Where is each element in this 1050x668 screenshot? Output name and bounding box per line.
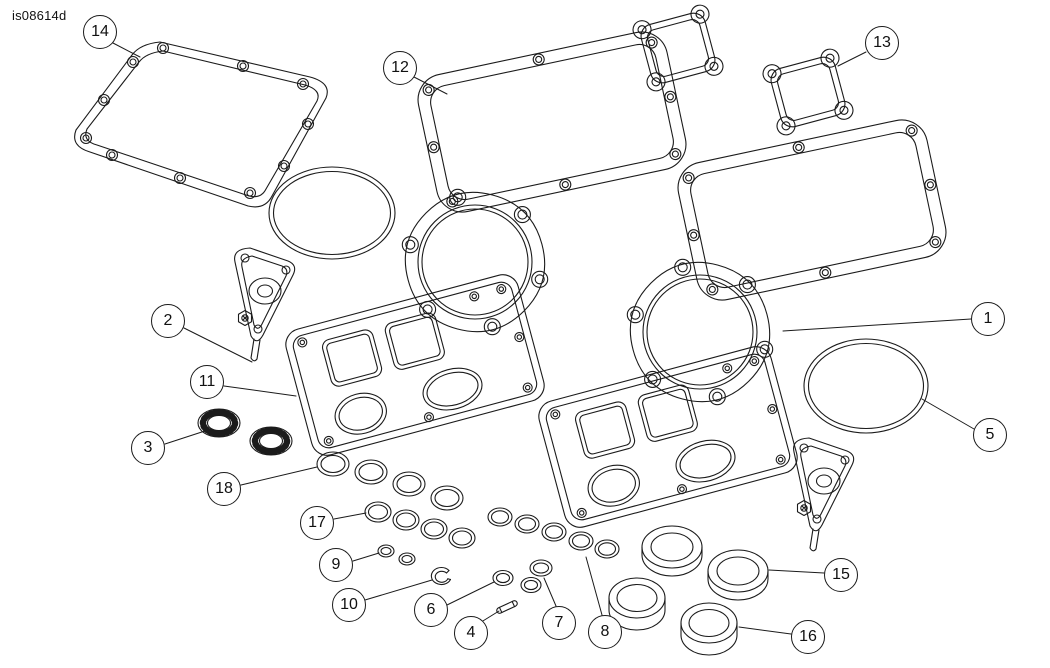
callout-11[interactable]: 11 (190, 365, 224, 399)
part-bearing-3a (198, 409, 240, 437)
part-head-gasket-1 (627, 259, 772, 404)
part-oring-set-17 (364, 501, 476, 549)
callout-2[interactable]: 2 (151, 304, 185, 338)
leader-line-6 (446, 581, 495, 606)
leader-lines (112, 42, 975, 635)
callout-13[interactable]: 13 (865, 26, 899, 60)
leader-line-14 (112, 42, 141, 58)
callout-10[interactable]: 10 (332, 588, 366, 622)
part-seal-ring-16 (680, 602, 738, 656)
part-seal-ring-a (641, 525, 703, 577)
callout-18[interactable]: 18 (207, 472, 241, 506)
part-housing-gasket-right (535, 343, 800, 531)
part-head-gasket-left (402, 189, 547, 334)
part-dowel-pin-4 (496, 600, 518, 614)
part-seal-ring-15 (707, 549, 769, 601)
leader-line-17 (333, 512, 367, 520)
leader-line-12 (413, 76, 448, 95)
part-oring-5 (803, 338, 929, 434)
leader-line-16 (738, 626, 792, 635)
callout-3[interactable]: 3 (131, 431, 165, 465)
leader-line-1 (782, 318, 972, 332)
part-oring-left (268, 166, 396, 260)
figure-id-label: is08614d (12, 8, 67, 23)
leader-line-7 (543, 577, 557, 607)
part-oring-7 (529, 559, 553, 577)
callout-7[interactable]: 7 (542, 606, 576, 640)
part-breather-assembly-right (793, 437, 855, 552)
part-small-cover-gasket-13 (760, 46, 856, 138)
callout-6[interactable]: 6 (414, 593, 448, 627)
callout-16[interactable]: 16 (791, 620, 825, 654)
callout-17[interactable]: 17 (300, 506, 334, 540)
leader-line-9 (352, 552, 380, 562)
leader-line-13 (837, 51, 867, 67)
leader-line-15 (768, 569, 825, 574)
part-oring-pair-9 (377, 544, 416, 566)
callout-5[interactable]: 5 (973, 418, 1007, 452)
callout-4[interactable]: 4 (454, 616, 488, 650)
part-rocker-cover-gasket-12 (413, 27, 691, 217)
part-cam-cover-gasket-14 (74, 41, 328, 208)
part-small-cover-gasket-top (630, 2, 726, 94)
part-oring-set-18 (316, 451, 464, 511)
leader-line-2 (183, 327, 253, 363)
callout-14[interactable]: 14 (83, 15, 117, 49)
leader-line-3 (164, 428, 212, 445)
callout-1[interactable]: 1 (971, 302, 1005, 336)
part-housing-gasket-11 (282, 271, 547, 459)
leader-line-10 (364, 579, 433, 601)
leader-line-18 (240, 466, 318, 486)
callout-12[interactable]: 12 (383, 51, 417, 85)
part-retaining-clip-10 (430, 566, 452, 585)
leader-line-8 (585, 556, 603, 616)
leader-line-11 (223, 385, 297, 397)
callout-9[interactable]: 9 (319, 548, 353, 582)
callout-15[interactable]: 15 (824, 558, 858, 592)
part-bearing-3b (250, 427, 292, 455)
callout-8[interactable]: 8 (588, 615, 622, 649)
leader-line-5 (921, 398, 975, 430)
